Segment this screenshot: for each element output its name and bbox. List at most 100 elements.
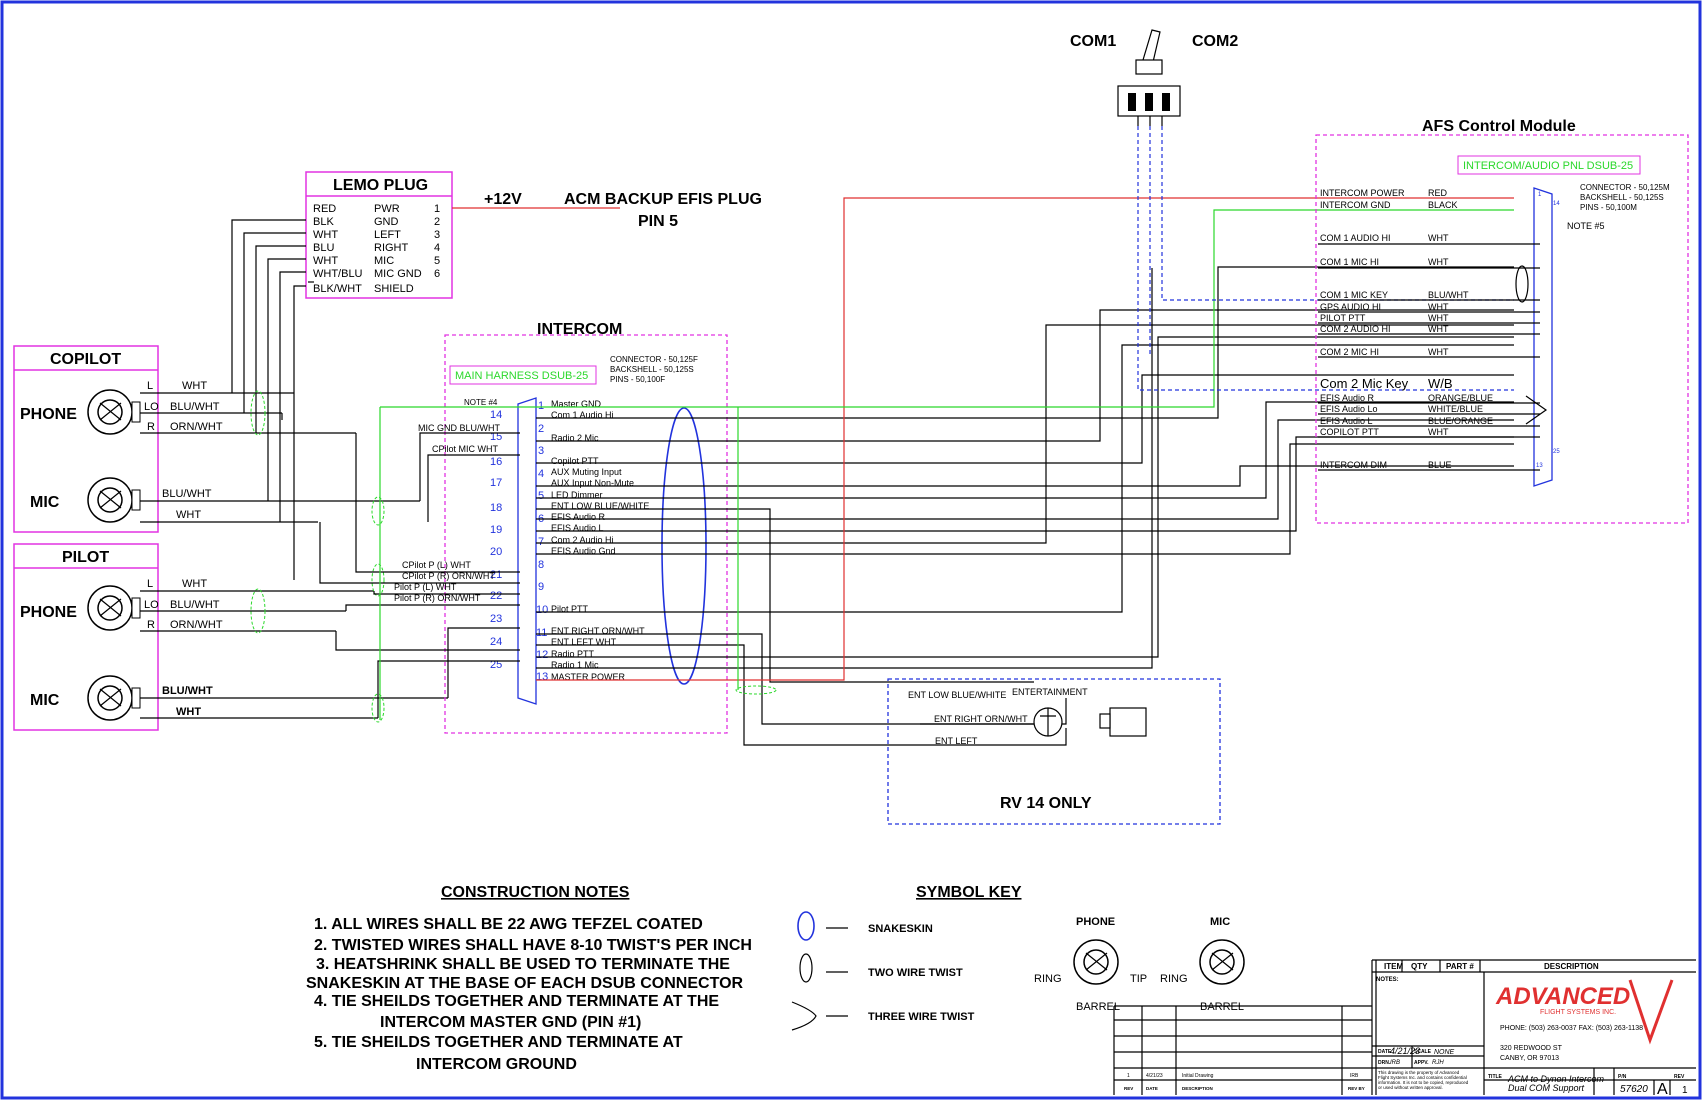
svg-text:DESCRIPTION: DESCRIPTION xyxy=(1182,1086,1213,1091)
svg-text:COPILOT PTT: COPILOT PTT xyxy=(1320,427,1379,437)
copilot-mic-wire-color: WHT xyxy=(176,509,201,521)
pin-25: 25 xyxy=(490,659,502,671)
svg-text:COM 1 MIC KEY: COM 1 MIC KEY xyxy=(1320,290,1388,300)
intercom-label: EFIS Audio L xyxy=(551,523,604,533)
pin-11: 11 xyxy=(536,627,547,639)
svg-text:WHT: WHT xyxy=(1428,302,1449,312)
svg-text:IRB: IRB xyxy=(1390,1060,1400,1066)
svg-text:RING: RING xyxy=(1034,973,1062,985)
pilot-wire-color: BLU/WHT xyxy=(170,599,220,611)
symbol-key: SYMBOL KEY SNAKESKIN TWO WIRE TWIST THRE… xyxy=(791,884,1022,1031)
pilot-wire-color: ORN/WHT xyxy=(170,619,223,631)
svg-text:INTERCOM GROUND: INTERCOM GROUND xyxy=(416,1056,577,1073)
ent-title: ENTERTAINMENT xyxy=(1012,687,1088,697)
svg-text:A: A xyxy=(1657,1081,1668,1098)
svg-text:CPilot MIC WHT: CPilot MIC WHT xyxy=(432,444,498,454)
two-wire-twist-icon xyxy=(799,953,813,983)
svg-text:4/21/23: 4/21/23 xyxy=(1390,1046,1420,1056)
svg-text:COM 1 MIC HI: COM 1 MIC HI xyxy=(1320,257,1379,267)
svg-text:BARREL: BARREL xyxy=(1200,1001,1244,1013)
lemo-color: RED xyxy=(313,203,336,215)
pin-1: 1 xyxy=(538,400,544,412)
afs-title: AFS Control Module xyxy=(1422,118,1576,135)
svg-text:PILOT PTT: PILOT PTT xyxy=(1320,313,1366,323)
svg-text:TWO WIRE TWIST: TWO WIRE TWIST xyxy=(868,967,963,979)
lemo-signal: MIC xyxy=(374,255,394,267)
afs-pin-wires xyxy=(1318,243,1540,471)
svg-text:WHT: WHT xyxy=(1428,313,1449,323)
intercom-label: EFIS Audio R xyxy=(551,512,606,522)
afs-rows: INTERCOM POWER RED INTERCOM GND BLACK CO… xyxy=(1320,188,1493,470)
svg-text:WHT: WHT xyxy=(1428,427,1449,437)
svg-text:WHT: WHT xyxy=(1428,347,1449,357)
afs-control-module: AFS Control Module INTERCOM/AUDIO PNL DS… xyxy=(1315,118,1689,524)
lemo-signal: SHIELD xyxy=(374,283,414,295)
copilot-phone-label: PHONE xyxy=(20,406,77,423)
intercom-title: INTERCOM xyxy=(537,321,622,338)
copilot-mic-label: MIC xyxy=(30,494,60,511)
svg-text:4. TIE SHEILDS TOGETHER AND TE: 4. TIE SHEILDS TOGETHER AND TERMINATE AT… xyxy=(314,993,719,1010)
copilot-wire-color: BLU/WHT xyxy=(170,401,220,413)
pin-20: 20 xyxy=(490,546,502,558)
svg-text:3. HEATSHRINK SHALL BE USED TO: 3. HEATSHRINK SHALL BE USED TO TERMINATE… xyxy=(316,956,730,973)
svg-text:BARREL: BARREL xyxy=(1076,1001,1120,1013)
pin-18: 18 xyxy=(490,502,502,514)
lemo-rows: RED PWR 1 BLK GND 2 WHT LEFT 3 BLU RIGHT… xyxy=(313,203,440,295)
pilot-phone-jack-icon xyxy=(87,585,141,631)
copilot-pin-r: R xyxy=(147,421,155,433)
svg-text:320 REDWOOD ST: 320 REDWOOD ST xyxy=(1500,1045,1563,1052)
pilot-mic-jack-icon xyxy=(87,675,141,721)
pin-16: 16 xyxy=(490,456,502,468)
svg-text:1: 1 xyxy=(1538,192,1542,198)
svg-text:NONE: NONE xyxy=(1434,1049,1455,1056)
intercom-label: Master GND xyxy=(551,399,602,409)
svg-text:THREE WIRE TWIST: THREE WIRE TWIST xyxy=(868,1011,975,1023)
svg-text:GPS AUDIO HI: GPS AUDIO HI xyxy=(1320,302,1381,312)
pilot-mic-wire-color: BLU/WHT xyxy=(162,685,213,697)
lemo-harness-wires xyxy=(231,219,306,580)
lemo-plug: LEMO PLUG RED PWR 1 BLK GND 2 WHT LEFT 3… xyxy=(305,171,453,299)
lemo-color: BLU xyxy=(313,242,334,254)
legend-phone: PHONE xyxy=(1076,916,1115,928)
svg-text:COM 2 AUDIO HI: COM 2 AUDIO HI xyxy=(1320,324,1391,334)
intercom-signal-labels: Master GND Com 1 Audio Hi Radio 2 Mic Co… xyxy=(551,399,649,682)
svg-text:SNAKESKIN AT THE BASE OF EACH: SNAKESKIN AT THE BASE OF EACH DSUB CONNE… xyxy=(306,975,744,992)
svg-text:SNAKESKIN: SNAKESKIN xyxy=(868,923,933,935)
intercom-label: ENT RIGHT ORN/WHT xyxy=(551,626,645,636)
svg-text:ITEM: ITEM xyxy=(1384,962,1403,971)
svg-text:TITLE: TITLE xyxy=(1488,1074,1503,1080)
intercom-label: EFIS Audio Gnd xyxy=(551,546,616,556)
pin-5: 5 xyxy=(538,490,544,502)
intercom-dsub-icon xyxy=(517,397,537,705)
svg-text:14: 14 xyxy=(1553,201,1560,207)
pilot-title: PILOT xyxy=(62,549,109,566)
svg-text:TIP: TIP xyxy=(1130,973,1147,985)
lemo-color: WHT/BLU xyxy=(313,268,363,280)
svg-text:W/B: W/B xyxy=(1428,376,1453,391)
svg-text:DESCRIPTION: DESCRIPTION xyxy=(1544,962,1599,971)
pin-10: 10 xyxy=(536,604,548,616)
lemo-pin: 4 xyxy=(434,242,440,254)
afs-twist-icon xyxy=(1515,265,1529,303)
svg-text:Pilot P (R) ORN/WHT: Pilot P (R) ORN/WHT xyxy=(394,593,481,603)
title-block: ITEM QTY PART # DESCRIPTION NOTES: ADVAN… xyxy=(1113,959,1696,1098)
svg-text:RJH: RJH xyxy=(1432,1060,1444,1066)
svg-text:EFIS Audio Lo: EFIS Audio Lo xyxy=(1320,404,1378,414)
pin-23: 23 xyxy=(490,613,502,625)
copilot-title: COPILOT xyxy=(50,351,121,368)
pin-3: 3 xyxy=(538,445,544,457)
pin-14: 14 xyxy=(490,409,502,421)
copilot-mic-jack-icon xyxy=(87,477,141,523)
svg-text:EFIS Audio R: EFIS Audio R xyxy=(1320,393,1375,403)
svg-text:Flight Systems Inc. and contai: Flight Systems Inc. and contains confide… xyxy=(1378,1075,1467,1080)
intercom-label: Radio 2 Mic xyxy=(551,433,599,443)
entertainment-block: ENT LOW BLUE/WHITE ENTERTAINMENT ENT RIG… xyxy=(830,678,1221,825)
company-logo-mark xyxy=(1628,979,1674,1045)
afs-three-wire-twist-icon xyxy=(1525,395,1548,425)
svg-text:REV: REV xyxy=(1674,1074,1685,1080)
svg-text:COM 2 MIC HI: COM 2 MIC HI xyxy=(1320,347,1379,357)
afs-note: NOTE #5 xyxy=(1567,221,1605,231)
intercom-pins: PINS - 50,100F xyxy=(610,375,665,384)
svg-text:INTERCOM DIM: INTERCOM DIM xyxy=(1320,460,1387,470)
